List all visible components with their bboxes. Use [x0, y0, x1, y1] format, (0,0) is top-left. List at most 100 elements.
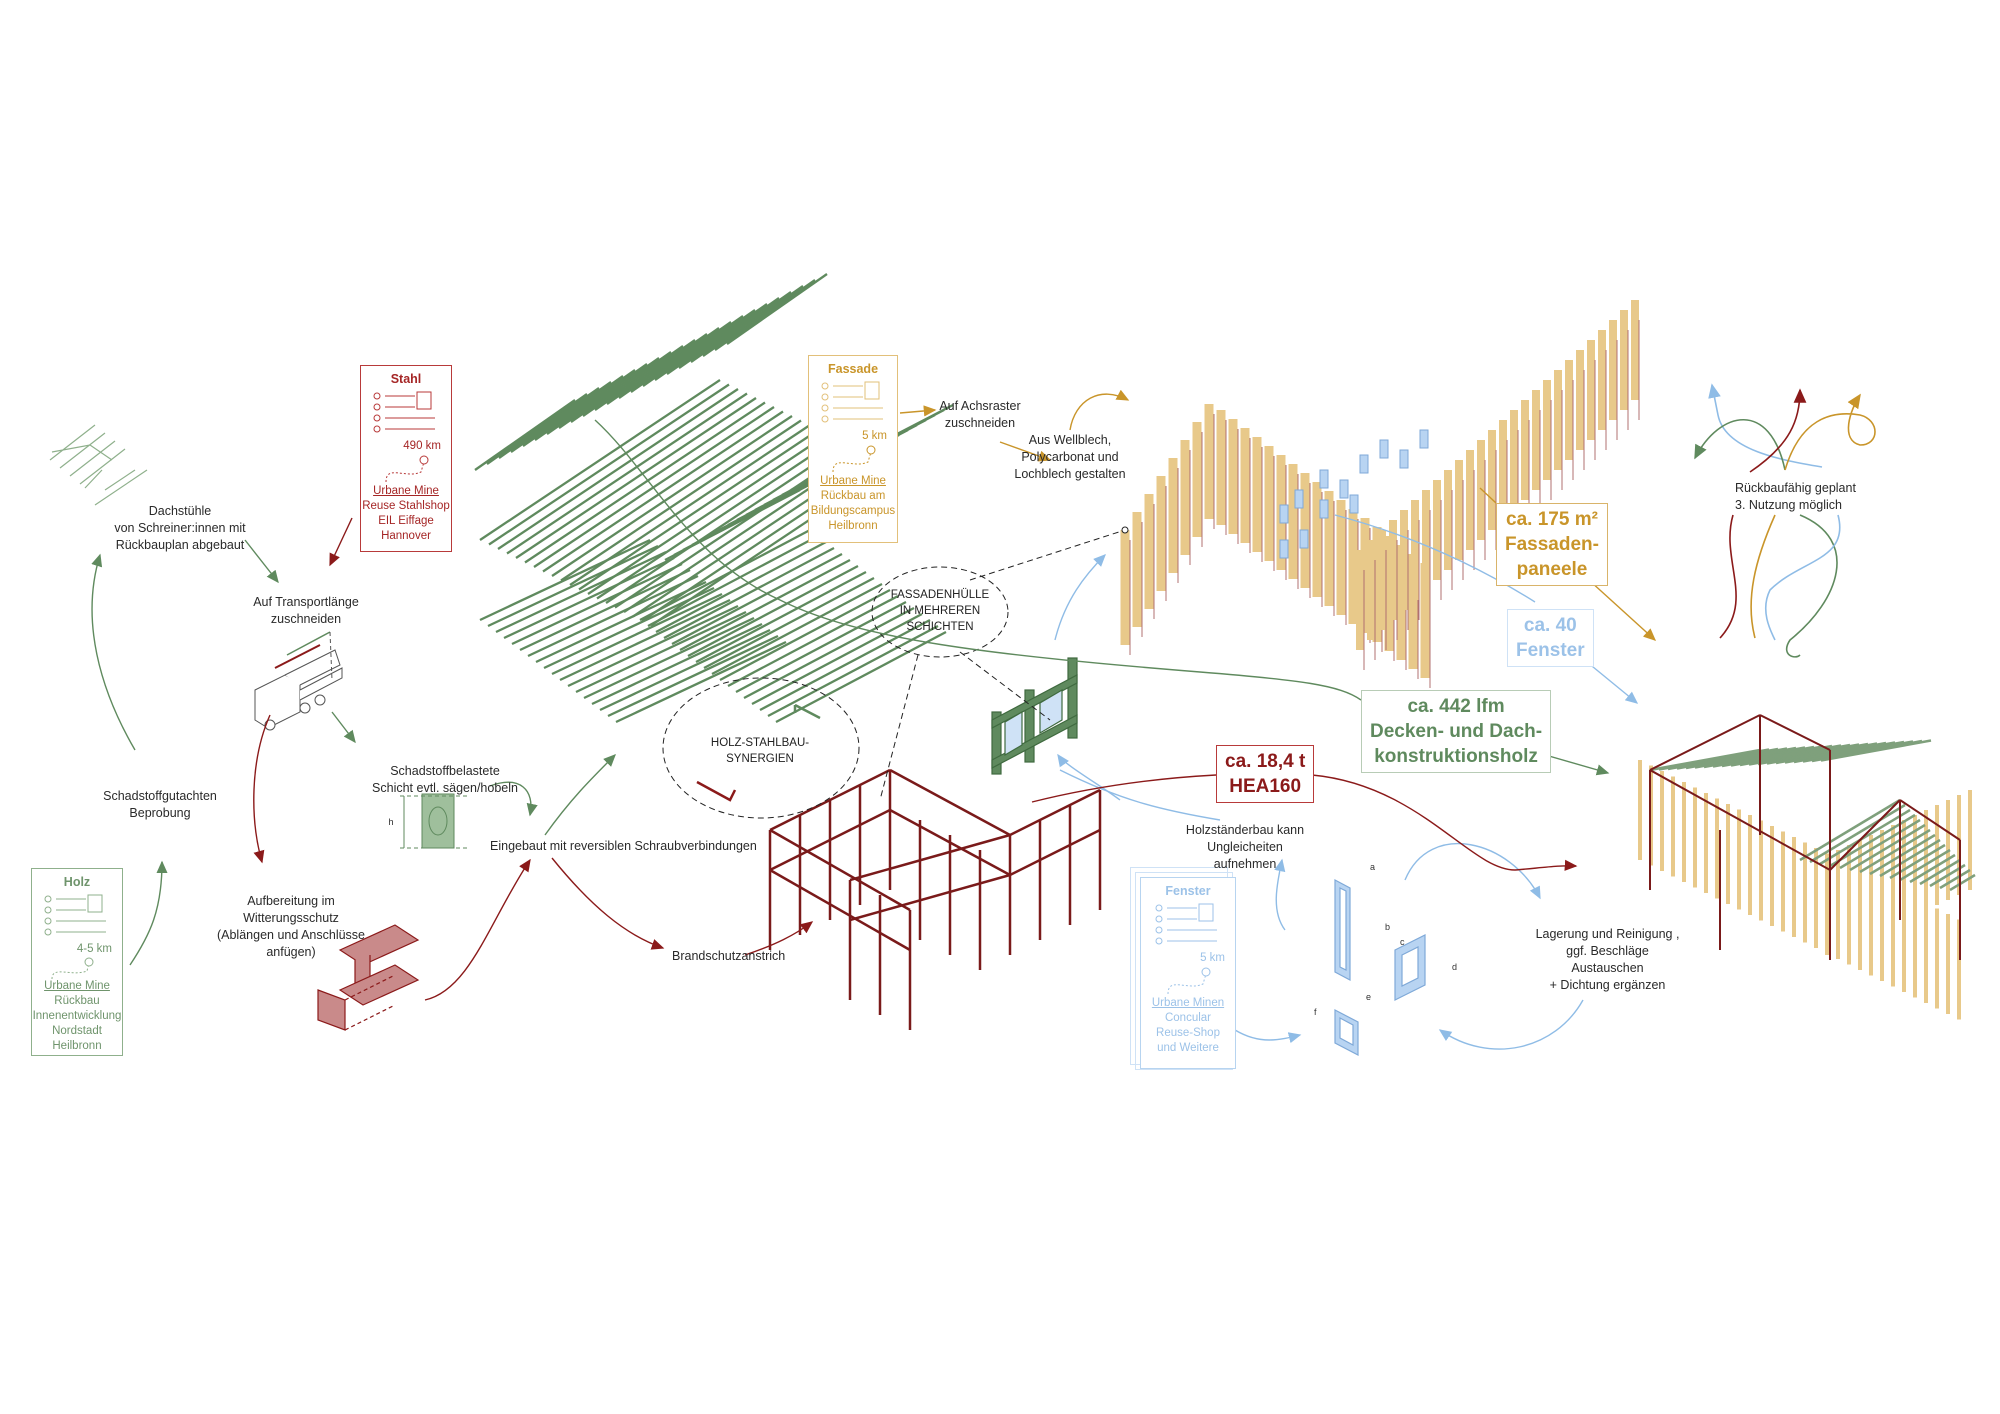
- drawing-line: [596, 437, 838, 600]
- drawing-line: [506, 392, 748, 555]
- drawing-line: [551, 592, 723, 676]
- drawing-line: [702, 285, 804, 357]
- drawing-line: [679, 558, 851, 652]
- text-line: Lochblech gestalten: [1014, 467, 1126, 481]
- text-line: Auf Achsraster: [939, 399, 1021, 413]
- synergy-label: HOLZ-STAHLBAU-SYNERGIEN: [700, 735, 820, 767]
- text-line: Fassaden-: [1505, 534, 1599, 555]
- window-pane: [1279, 504, 1289, 524]
- source-link[interactable]: Urbane Mine: [820, 475, 886, 487]
- card-line: Reuse-Shop: [1156, 1027, 1220, 1039]
- drawing-line: [1819, 808, 1911, 866]
- drawing-line: [542, 410, 784, 573]
- window-dimension-labels: abc def: [1314, 862, 1457, 1017]
- drawing-line: [743, 606, 915, 700]
- card-line: Concular: [1164, 1012, 1212, 1024]
- drawing-line: [1829, 799, 1901, 871]
- drawing-line: [510, 381, 612, 453]
- drawing-line: [711, 582, 883, 676]
- steel-bracket-icon: [696, 780, 737, 802]
- text-line: (Ablängen und Anschlüsse: [216, 928, 366, 942]
- text-line: Dachstühle: [148, 504, 212, 518]
- drawing-line: [522, 375, 624, 447]
- drawing-line: [567, 604, 739, 688]
- text-line: aufnehmen: [1213, 857, 1277, 871]
- finished-building-axonometric: [1638, 714, 1976, 1020]
- drawing-line: [474, 399, 576, 471]
- text-line: ca. 18,4 t: [1225, 751, 1306, 772]
- text-line: Auf Transportlänge: [253, 595, 359, 609]
- drawing-line: [889, 808, 1011, 877]
- text-line: HOLZ-STAHLBAU-: [710, 737, 810, 749]
- drawing-line: [1649, 714, 1761, 771]
- drawing-line: [605, 442, 847, 604]
- source-link[interactable]: Urbane Mine: [373, 485, 439, 497]
- drawing-line: [1849, 823, 1926, 872]
- text-line: FASSADENHÜLLE: [890, 589, 990, 601]
- card-title: Stahl: [390, 372, 422, 386]
- drawing-line: [479, 538, 651, 622]
- drawing-line: [543, 586, 715, 670]
- list-icon: [821, 381, 885, 427]
- text-line: Witterungsschutz: [243, 911, 339, 925]
- card-title: Fassade: [827, 362, 879, 376]
- text-line: Holzständerbau kann: [1185, 823, 1305, 837]
- drawing-line: [1809, 803, 1906, 864]
- source-card-fenster: Fenster 5 km Urbane Minen Concular Reuse…: [1140, 877, 1236, 1069]
- drawing-line: [1839, 818, 1921, 870]
- dim-label-a: a: [1370, 862, 1375, 872]
- drawing-line: [582, 345, 684, 417]
- drawing-line: [599, 628, 771, 712]
- drawing-line: [630, 321, 732, 393]
- text-line: Lagerung und Reinigung ,: [1535, 927, 1680, 941]
- drawing-line: [642, 315, 744, 387]
- drawing-line: [575, 610, 747, 694]
- text-line: + Dichtung ergänzen: [1549, 978, 1666, 992]
- timber-bracket-icon: [793, 703, 821, 720]
- drawing-line: [654, 309, 756, 381]
- roof-truss-sketch: [49, 424, 148, 506]
- drawing-line: [727, 594, 899, 688]
- drawing-line: [849, 833, 1011, 882]
- window-pane: [1339, 479, 1349, 499]
- list-icon: [373, 391, 439, 437]
- drawing-line: [1919, 858, 1961, 886]
- drawing-line: [615, 640, 787, 724]
- route-pin-icon: [809, 444, 897, 474]
- section-height-label: h: [388, 817, 394, 827]
- drawing-line: [663, 546, 835, 640]
- leader-lines: [879, 529, 1126, 801]
- text-line: Decken- und Dach-: [1370, 721, 1543, 742]
- window-pane: [1294, 489, 1304, 509]
- facade-layers-ellipse: [871, 566, 1009, 658]
- drawing-line: [1899, 848, 1951, 882]
- text-line: Fenster: [1516, 640, 1585, 661]
- truck-icon: [254, 631, 343, 731]
- route-pin-icon: [361, 454, 451, 484]
- source-link[interactable]: Urbane Minen: [1151, 997, 1225, 1009]
- synergy-ellipse: [662, 677, 860, 819]
- drawing-line: [1939, 868, 1971, 890]
- route-pin-icon: [1141, 966, 1235, 996]
- dim-label-c: c: [1400, 937, 1405, 947]
- distance: 490 km: [403, 440, 441, 452]
- text-line: Aus Wellblech,: [1028, 433, 1112, 447]
- source-link[interactable]: Urbane Mine: [44, 980, 110, 992]
- text-line: Rückbauplan abgebaut: [115, 538, 245, 552]
- drawing-line: [558, 357, 660, 429]
- drawing-line: [606, 333, 708, 405]
- drawing-line: [486, 393, 588, 465]
- drawing-line: [546, 363, 648, 435]
- facade-panels-drawing: [1120, 300, 1640, 688]
- drawing-line: [759, 618, 931, 712]
- drawing-line: [1759, 714, 1831, 751]
- drawing-line: [587, 433, 829, 595]
- steel-beam-icon: [317, 924, 420, 1031]
